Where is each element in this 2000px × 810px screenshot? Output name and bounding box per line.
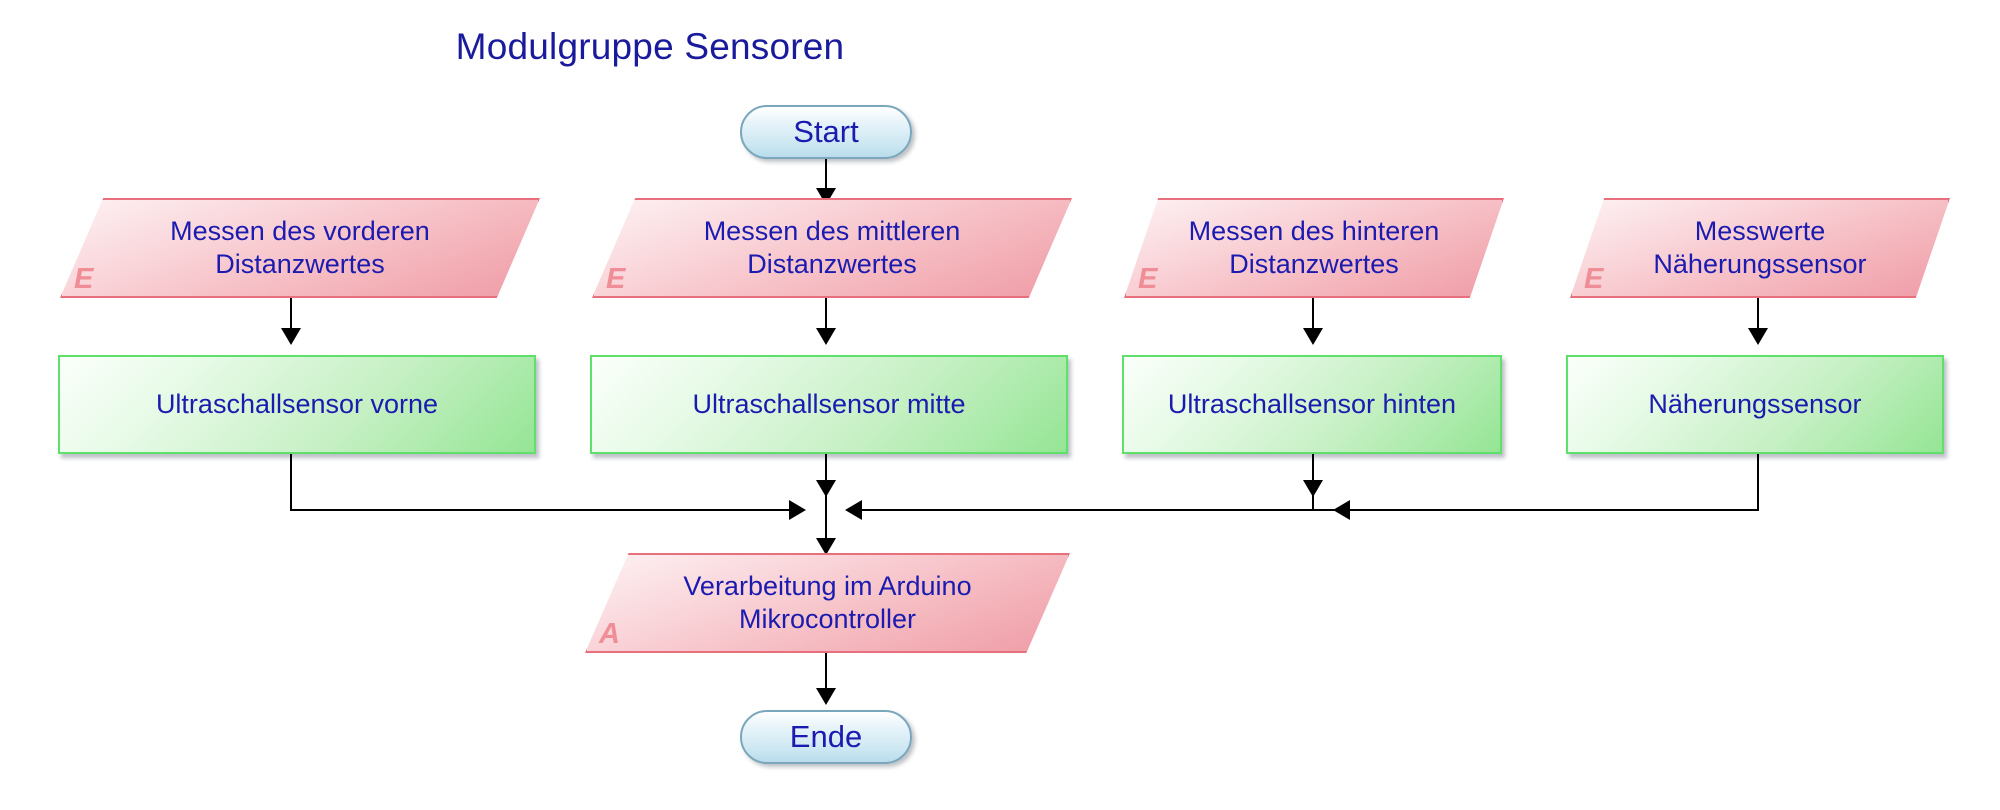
node-process-1[interactable]: Ultraschallsensor vorne — [58, 355, 536, 454]
node-start[interactable]: Start — [740, 105, 912, 159]
node-process-4-label: Näherungssensor — [1648, 389, 1862, 419]
node-input-2[interactable]: Messen des mittleren Distanzwertes E — [592, 198, 1077, 303]
node-input-4[interactable]: Messwerte Näherungssensor E — [1570, 198, 1955, 303]
node-input-3-shape — [1124, 198, 1504, 298]
node-start-label: Start — [793, 114, 859, 149]
node-input-1[interactable]: Messen des vorderen Distanzwertes E — [60, 198, 545, 303]
connector-proc1-drop — [290, 454, 292, 511]
node-output-shape — [585, 553, 1070, 653]
connector-input4-to-proc4 — [1757, 298, 1759, 340]
node-output[interactable]: Verarbeitung im Arduino Mikrocontroller … — [585, 553, 1075, 658]
node-end-label: Ende — [789, 719, 863, 754]
node-end[interactable]: Ende — [740, 710, 912, 764]
arrowhead-proc2-to-bus — [816, 480, 836, 497]
node-input-4-label: Messwerte Näherungssensor — [1653, 216, 1867, 279]
node-process-2-label: Ultraschallsensor mitte — [692, 389, 966, 419]
node-input-2-marker: E — [606, 263, 626, 295]
node-output-marker: A — [599, 618, 620, 650]
connector-output-to-end — [825, 653, 827, 701]
node-process-1-label: Ultraschallsensor vorne — [155, 389, 439, 419]
arrowhead-input3-to-proc3 — [1303, 328, 1323, 345]
arrowhead-bus-mid-right — [1333, 500, 1350, 520]
arrowhead-input2-to-proc2 — [816, 328, 836, 345]
node-input-1-marker: E — [74, 263, 94, 295]
node-input-2-shape — [592, 198, 1072, 298]
arrowhead-proc3-to-bus — [1303, 480, 1323, 497]
node-input-4-marker: E — [1584, 263, 1604, 295]
connector-start-to-input2 — [825, 159, 827, 199]
node-input-3-marker: E — [1138, 263, 1158, 295]
connector-proc4-drop — [1757, 454, 1759, 511]
arrowhead-bus-to-output — [816, 538, 836, 555]
page-title: Modulgruppe Sensoren — [455, 26, 845, 67]
node-process-3[interactable]: Ultraschallsensor hinten — [1122, 355, 1502, 454]
arrowhead-input4-to-proc4 — [1748, 328, 1768, 345]
node-process-4[interactable]: Näherungssensor — [1566, 355, 1944, 454]
connector-proc4-to-bus — [848, 509, 1759, 511]
connector-bus-to-output — [825, 509, 827, 555]
connector-input3-to-proc3 — [1312, 298, 1314, 340]
connector-proc1-to-bus — [290, 509, 802, 511]
node-output-label: Verarbeitung im Arduino Mikrocontroller — [683, 571, 972, 634]
node-process-3-label: Ultraschallsensor hinten — [1167, 389, 1457, 419]
connector-input1-to-proc1 — [290, 298, 292, 340]
arrowhead-input1-to-proc1 — [281, 328, 301, 345]
arrowhead-output-to-end — [816, 688, 836, 705]
node-input-2-label: Messen des mittleren Distanzwertes — [703, 216, 961, 279]
connector-input2-to-proc2 — [825, 298, 827, 340]
arrowhead-bus-from-left — [789, 500, 806, 520]
node-input-3[interactable]: Messen des hinteren Distanzwertes E — [1124, 198, 1509, 303]
node-input-1-shape — [60, 198, 540, 298]
arrowhead-bus-from-right — [845, 500, 862, 520]
node-input-3-label: Messen des hinteren Distanzwertes — [1188, 216, 1440, 279]
node-input-1-label: Messen des vorderen Distanzwertes — [170, 216, 430, 279]
node-process-2[interactable]: Ultraschallsensor mitte — [590, 355, 1068, 454]
